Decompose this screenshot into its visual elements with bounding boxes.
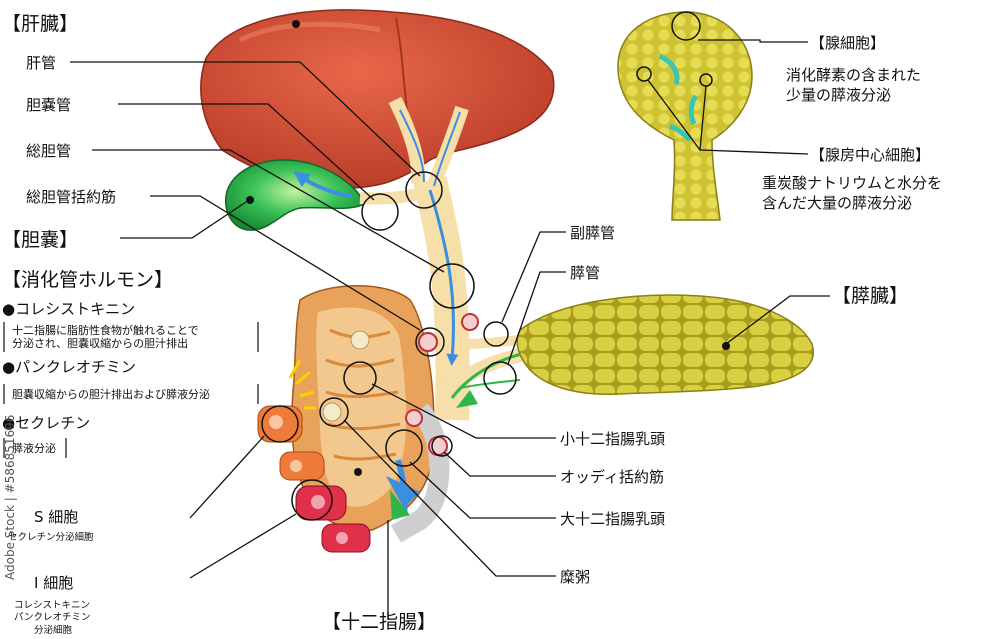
hormone-2-desc-1: 胆嚢収縮からの胆汁排出および膵液分泌 <box>12 387 210 401</box>
acinar-cell-label: 【腺細胞】 <box>810 34 885 52</box>
cbd-sphincter-label: 総胆管括約筋 <box>26 188 116 206</box>
accessory-pancreatic-duct-label: 副膵管 <box>570 224 615 242</box>
centroacinar-desc-2: 含んだ大量の膵液分泌 <box>762 194 912 212</box>
marker-dots <box>246 20 730 476</box>
acinus-illustration <box>617 11 753 221</box>
i-cell-desc-3: 分泌細胞 <box>34 624 73 636</box>
acinar-desc-2: 少量の膵液分泌 <box>786 86 891 104</box>
hormone-1-name: ●コレシストキニン <box>2 300 135 318</box>
i-cell-label: I 細胞 <box>34 574 73 592</box>
leader-lines <box>70 23 830 620</box>
i-cell-desc-1: コレシストキニン <box>14 600 90 611</box>
common-bile-duct-label: 総胆管 <box>26 142 71 160</box>
hormone-3-desc-1: 膵液分泌 <box>12 441 56 455</box>
hormone-1-desc-1: 十二指腸に脂肪性食物が触れることで <box>12 323 199 337</box>
chyme-label: 糜粥 <box>560 568 590 586</box>
s-cell-label: S 細胞 <box>34 508 78 526</box>
duodenum-label: 【十二指腸】 <box>322 611 436 633</box>
major-papilla-label: 大十二指腸乳頭 <box>560 510 665 528</box>
liver-label: 【肝臓】 <box>2 13 78 35</box>
hormone-2-name: ●パンクレオチミン <box>2 358 136 376</box>
gallbladder-illustration <box>224 159 365 231</box>
pancreas-illustration <box>516 294 815 396</box>
duodenum-illustration <box>288 285 450 543</box>
cystic-duct-label: 胆嚢管 <box>26 96 71 114</box>
hormones-heading: 【消化管ホルモン】 <box>2 269 173 291</box>
s-cell-desc: セクレチン分泌細胞 <box>8 531 94 543</box>
liver-illustration <box>200 9 555 189</box>
hormone-brackets <box>3 322 259 458</box>
watermark-text: Adobe Stock | #586851696 <box>3 415 17 580</box>
gallbladder-label: 【胆嚢】 <box>2 229 78 251</box>
i-cell-illustration <box>295 485 371 553</box>
acinar-desc-1: 消化酵素の含まれた <box>786 66 921 84</box>
pancreas-label: 【膵臓】 <box>832 285 908 307</box>
minor-papilla-label: 小十二指腸乳頭 <box>560 430 665 448</box>
hepatic-duct-label: 肝管 <box>26 54 56 72</box>
pancreatic-duct-label: 膵管 <box>570 264 600 282</box>
i-cell-desc-2: パンクレオチミン <box>14 612 90 623</box>
centroacinar-cell-label: 【腺房中心細胞】 <box>810 146 930 164</box>
hormone-3-name: ●セクレチン <box>2 414 90 432</box>
callout-circles <box>261 11 713 521</box>
s-cell-illustration <box>257 405 325 481</box>
centroacinar-desc-1: 重炭酸ナトリウムと水分を <box>762 174 942 192</box>
hormone-1-desc-2: 分泌され、胆嚢収縮からの胆汁排出 <box>12 336 188 350</box>
oddi-sphincter-label: オッディ括約筋 <box>560 468 664 486</box>
